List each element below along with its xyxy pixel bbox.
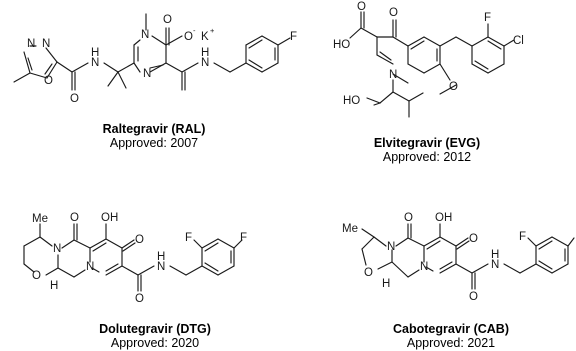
cab-atom-me: Me (342, 223, 358, 235)
evg-atom-o-acid: O (357, 1, 366, 13)
dolutegravir-caption: Dolutegravir (DTG) Approved: 2020 (65, 322, 245, 350)
cabotegravir-approved: Approved: 2021 (406, 336, 496, 350)
ral-charge-minus: - (193, 26, 196, 35)
cab-atom-o-ketone: O (404, 212, 413, 224)
elvitegravir-name: Elvitegravir (EVG) (373, 136, 481, 150)
dtg-atom-o-ketone: O (70, 212, 79, 224)
dtg-atom-me: Me (32, 213, 48, 225)
dtg-atom-h-amide: H (157, 251, 165, 263)
dolutegravir-approved: Approved: 2020 (110, 336, 200, 350)
dolutegravir-name: Dolutegravir (DTG) (99, 322, 211, 336)
dtg-atom-n1: N (53, 243, 61, 255)
cab-atom-h-stereo: H (382, 278, 390, 290)
cab-atom-n1: N (387, 241, 395, 253)
dtg-atom-n2: N (86, 261, 94, 273)
ral-atom-o-amide1: O (70, 93, 79, 105)
raltegravir-caption: Raltegravir (RAL) Approved: 2007 (64, 122, 244, 150)
ral-atom-n-ring: N (143, 68, 151, 80)
evg-atom-cl: Cl (513, 35, 524, 47)
dtg-atom-o-amide: O (135, 293, 144, 305)
cab-atom-o-amide: O (469, 291, 478, 303)
cab-atom-o-oxazolidine: O (364, 267, 373, 279)
evg-atom-n: N (389, 69, 397, 81)
ral-atom-o-ketone: O (163, 14, 172, 26)
raltegravir-approved: Approved: 2007 (109, 136, 199, 150)
cabotegravir-caption: Cabotegravir (CAB) Approved: 2021 (361, 322, 541, 350)
ral-atom-n1: N (27, 38, 35, 50)
dtg-atom-h-stereo: H (50, 280, 58, 292)
cab-atom-h-amide: H (491, 249, 499, 261)
ral-atom-n-amide1: N (91, 57, 99, 69)
cab-atom-n-amide: N (491, 259, 499, 271)
ral-atom-o-minus: O (184, 31, 193, 43)
ral-atom-h-amide1: H (91, 47, 99, 59)
cab-atom-o-ring-ketone: O (469, 233, 478, 245)
dtg-atom-f2: F (240, 232, 247, 244)
cab-atom-n2: N (420, 261, 428, 273)
evg-atom-f: F (484, 12, 491, 24)
cabotegravir-name: Cabotegravir (CAB) (393, 322, 509, 336)
ral-charge-plus: + (210, 26, 215, 35)
raltegravir-name: Raltegravir (RAL) (102, 122, 206, 136)
elvitegravir-caption: Elvitegravir (EVG) Approved: 2012 (337, 136, 517, 164)
ral-atom-o-ring: O (44, 75, 53, 87)
cab-atom-oh: OH (435, 212, 452, 224)
evg-atom-ho-acid: HO (333, 39, 350, 51)
cab-atom-f: F (519, 231, 526, 243)
evg-atom-ho-alcohol: HO (343, 95, 360, 107)
evg-atom-o-methoxy: O (449, 81, 458, 93)
ral-atom-n-amide2: N (201, 57, 209, 69)
ral-atom-n-methyl: N (141, 29, 149, 41)
ral-atom-n2: N (42, 38, 50, 50)
evg-atom-o-ketone: O (389, 7, 398, 19)
dtg-atom-oh: OH (101, 212, 118, 224)
ral-atom-k: K (201, 31, 209, 43)
dtg-atom-o-oxazinane: O (32, 270, 41, 282)
dtg-atom-o-ring-ketone: O (135, 234, 144, 246)
ral-atom-h-amide2: H (201, 47, 209, 59)
elvitegravir-approved: Approved: 2012 (382, 150, 472, 164)
ral-atom-f: F (290, 31, 297, 43)
dtg-atom-n-amide: N (157, 261, 165, 273)
dtg-atom-f1: F (185, 232, 192, 244)
